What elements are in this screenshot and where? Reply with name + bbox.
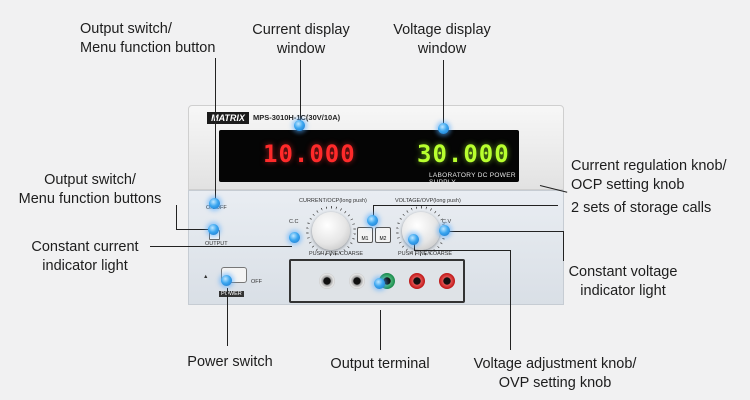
callout-dot-output-buttons xyxy=(208,224,219,235)
callout-power-switch: Power switch xyxy=(170,353,290,372)
callout-line-2: indicator light xyxy=(42,258,128,274)
callout-dot-power xyxy=(221,275,232,286)
voltage-display-readout: 30.000 xyxy=(417,140,510,168)
terminal-red-1 xyxy=(409,273,425,289)
voltage-knob[interactable] xyxy=(402,212,440,250)
callout-line-1: Constant current xyxy=(31,239,139,255)
callout-line-2: OVP setting knob xyxy=(498,375,612,391)
callout-dot-voltage-knob xyxy=(408,234,419,245)
callout-line-1: Current regulation knob/ xyxy=(571,158,727,174)
terminal-black-2 xyxy=(349,273,365,289)
power-off-label: OFF xyxy=(251,279,262,285)
callout-cc-light: Constant current indicator light xyxy=(20,238,150,276)
leader-storage-v xyxy=(373,205,374,221)
display-housing: MATRIX MPS-3010H-1C(30V/10A) 10.000 30.0… xyxy=(188,105,564,190)
brand-logo: MATRIX xyxy=(207,112,249,124)
front-caption: LABORATORY DC POWER SUPPLY xyxy=(429,172,516,186)
cv-label: C.V xyxy=(442,219,452,225)
power-label: POWER xyxy=(219,291,244,297)
power-on-icon: ▲ xyxy=(203,274,209,280)
current-display-readout: 10.000 xyxy=(263,140,356,168)
current-knob-label: CURRENT/OCP(long push) xyxy=(299,198,367,204)
leader-cv-h xyxy=(445,231,563,232)
callout-line-2: OCP setting knob xyxy=(571,177,685,193)
leader-output-terminal xyxy=(380,310,381,350)
callout-line-1: Output switch/ xyxy=(44,172,136,188)
leader-output-button xyxy=(215,58,216,204)
callout-voltage-knob: Voltage adjustment knob/ OVP setting kno… xyxy=(455,355,655,393)
callout-line-1: Output terminal xyxy=(330,356,430,372)
cc-label: C.C xyxy=(289,219,299,225)
voltage-knob-label: VOLTAGE/OVP(long push) xyxy=(395,198,461,204)
callout-line-2: Menu function button xyxy=(80,40,216,56)
terminal-red-2 xyxy=(439,273,455,289)
callout-line-2: Menu function buttons xyxy=(18,191,162,207)
callout-dot-terminal xyxy=(374,278,385,289)
leader-current-display xyxy=(300,60,301,124)
output-label: OUTPUT xyxy=(205,241,228,247)
current-push-label: PUSH FINE/COARSE xyxy=(309,251,364,257)
callout-dot-output-button xyxy=(209,198,220,209)
callout-line-2: indicator light xyxy=(580,283,666,299)
callout-line-1: Voltage adjustment knob/ xyxy=(473,356,637,372)
callout-dot-cv xyxy=(439,225,450,236)
callout-current-knob: Current regulation knob/ OCP setting kno… xyxy=(571,157,727,195)
display-screen: 10.000 30.000 LABORATORY DC POWER SUPPLY xyxy=(219,130,519,186)
leader-cv-v xyxy=(563,231,564,261)
callout-line-1: Constant voltage xyxy=(568,264,678,280)
callout-output-terminal: Output terminal xyxy=(320,355,440,374)
callout-storage-calls: 2 sets of storage calls xyxy=(571,199,711,218)
callout-line-1: Voltage display xyxy=(393,22,491,38)
voltage-push-label: PUSH FINE/COARSE xyxy=(398,251,453,257)
leader-voltage-knob-c xyxy=(510,250,511,350)
leader-power-switch xyxy=(227,288,228,346)
leader-cc-light xyxy=(150,246,292,247)
callout-line-1: 2 sets of storage calls xyxy=(571,200,712,216)
callout-dot-current-display xyxy=(294,120,305,131)
callout-cv-light: Constant voltage indicator light xyxy=(548,263,698,301)
leader-storage-h xyxy=(373,205,558,206)
callout-line-1: Output switch/ xyxy=(80,21,172,37)
callout-line-1: Power switch xyxy=(187,354,273,370)
leader-voltage-display xyxy=(443,60,444,127)
leader-output-buttons-h xyxy=(176,229,213,230)
terminal-black-1 xyxy=(319,273,335,289)
callout-dot-voltage-display xyxy=(438,123,449,134)
callout-line-2: window xyxy=(276,41,326,57)
callout-line-1: Current display xyxy=(252,22,350,38)
memory-m1-button[interactable]: M1 xyxy=(357,227,373,243)
callout-current-display: Current display window xyxy=(236,21,366,59)
callout-output-switch-button: Output switch/ Menu function button xyxy=(80,20,215,58)
callout-dot-cc xyxy=(289,232,300,243)
leader-output-buttons-v xyxy=(176,205,177,230)
callout-dot-storage xyxy=(367,215,378,226)
model-label: MPS-3010H-1C(30V/10A) xyxy=(253,113,341,122)
callout-voltage-display: Voltage display window xyxy=(372,21,512,59)
callout-output-switch-buttons: Output switch/ Menu function buttons xyxy=(10,171,170,209)
leader-voltage-knob-b xyxy=(414,250,510,251)
memory-m2-button[interactable]: M2 xyxy=(375,227,391,243)
current-knob[interactable] xyxy=(312,212,350,250)
callout-line-2: window xyxy=(417,41,467,57)
leader-voltage-knob-a xyxy=(414,241,415,250)
